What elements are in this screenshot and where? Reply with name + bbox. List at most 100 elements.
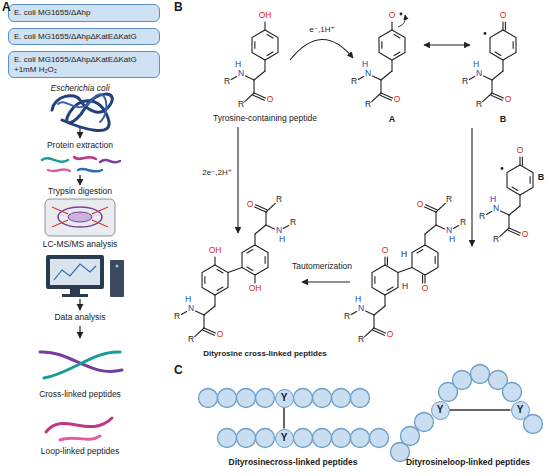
atom-label: O xyxy=(389,11,396,21)
step-label: Loop-linked peptides xyxy=(41,447,119,457)
atom-label: R xyxy=(493,235,499,245)
atom-label: O xyxy=(247,200,254,210)
bond-line xyxy=(247,267,253,270)
bond-line xyxy=(196,311,204,315)
residue-letter: Y xyxy=(276,430,293,446)
drawing-part xyxy=(68,212,92,222)
bond-line xyxy=(217,270,223,273)
amino-acid-bead xyxy=(294,429,313,448)
amino-acid-bead xyxy=(313,429,332,448)
crosslink-line xyxy=(450,409,511,411)
atom-label: OH xyxy=(259,11,272,21)
bond-line xyxy=(203,330,214,335)
amino-acid-bead xyxy=(332,389,351,408)
bond-line xyxy=(204,328,215,333)
bond-line xyxy=(508,215,509,228)
step-label: Protein extraction xyxy=(47,141,113,151)
bond-line xyxy=(253,80,254,93)
amino-acid-bead xyxy=(401,427,420,446)
bond-line xyxy=(256,205,267,210)
drawing-part xyxy=(52,207,108,227)
atom-label: R xyxy=(476,100,482,110)
atom-label: O xyxy=(217,330,224,340)
bond-line xyxy=(254,42,255,49)
bond-line xyxy=(495,52,501,55)
ring xyxy=(490,30,516,60)
bond-line xyxy=(513,42,514,49)
bond-line xyxy=(491,95,502,100)
panel-letter: B xyxy=(174,1,183,15)
bond-line xyxy=(469,76,474,79)
bond-line xyxy=(424,275,425,283)
bond-line xyxy=(283,225,288,228)
strain-box: E. coli MG1655/ΔAhp xyxy=(8,4,160,22)
drawing-part xyxy=(62,294,88,297)
atom-label: H xyxy=(401,250,407,260)
amino-acid-bead xyxy=(256,429,275,448)
amino-acid-bead xyxy=(415,413,434,432)
residue-letter: Y xyxy=(432,402,449,418)
bond-line xyxy=(255,225,266,234)
atom-label: N xyxy=(446,226,452,236)
bond-line xyxy=(484,76,492,80)
bond-line xyxy=(245,93,254,102)
bond-line xyxy=(387,287,393,290)
reaction-arrow xyxy=(237,127,238,233)
product-label: Dityrosine cross-linked peptides xyxy=(203,349,327,358)
atom-label: R xyxy=(188,335,194,345)
bond-line xyxy=(530,177,531,184)
bond-line xyxy=(373,76,381,80)
bond-line xyxy=(264,60,265,71)
bond-line xyxy=(502,60,503,71)
ring xyxy=(372,265,398,295)
ring xyxy=(252,30,278,60)
bond-line xyxy=(387,257,388,265)
drawing-part xyxy=(70,289,80,294)
bond-line xyxy=(374,328,385,333)
bond-line xyxy=(217,287,223,290)
bond-line xyxy=(214,257,215,265)
resonance-arrow xyxy=(424,44,470,45)
bond-line xyxy=(519,157,520,165)
bond-line xyxy=(453,225,458,228)
computer-icon xyxy=(46,255,124,297)
amino-acid-bead xyxy=(471,365,490,384)
ring xyxy=(202,265,228,295)
atom-label: N xyxy=(476,69,482,79)
drawing-part xyxy=(40,352,122,372)
ring xyxy=(242,245,268,275)
drawing-part xyxy=(100,160,120,162)
bond-line xyxy=(391,22,392,30)
bond-line xyxy=(204,306,215,315)
atom-label: O xyxy=(422,284,429,294)
bond-line xyxy=(253,95,264,100)
amino-acid-bead xyxy=(256,389,275,408)
atom-label: H xyxy=(279,235,285,245)
bond-line xyxy=(203,315,204,328)
atom-label: R xyxy=(290,218,296,228)
atom-label: O xyxy=(394,95,401,105)
bond-line xyxy=(254,71,265,80)
bond-line xyxy=(391,60,392,71)
bond-line xyxy=(265,212,266,225)
bond-line xyxy=(264,22,265,30)
reaction-condition: 2e⁻,2H⁺ xyxy=(202,168,232,177)
amino-acid-bead xyxy=(351,389,370,408)
bond-line xyxy=(436,225,444,229)
bond-line xyxy=(492,71,503,80)
drawing-part xyxy=(54,264,96,280)
atom-label: O xyxy=(517,146,524,156)
intermediate-letter: A xyxy=(389,114,396,124)
amino-acid-bead xyxy=(199,389,218,408)
drawing-part xyxy=(58,207,102,227)
bond-line xyxy=(522,157,523,165)
bond-line xyxy=(505,22,506,30)
mass-spectrometer-icon xyxy=(45,199,115,236)
bond-line xyxy=(509,228,520,233)
bond-line xyxy=(231,76,236,79)
bond-line xyxy=(195,328,204,337)
radical-dot xyxy=(484,32,487,35)
amino-acid-bead xyxy=(351,429,370,448)
drawing-part xyxy=(110,260,124,297)
atom-label: R xyxy=(224,77,230,87)
